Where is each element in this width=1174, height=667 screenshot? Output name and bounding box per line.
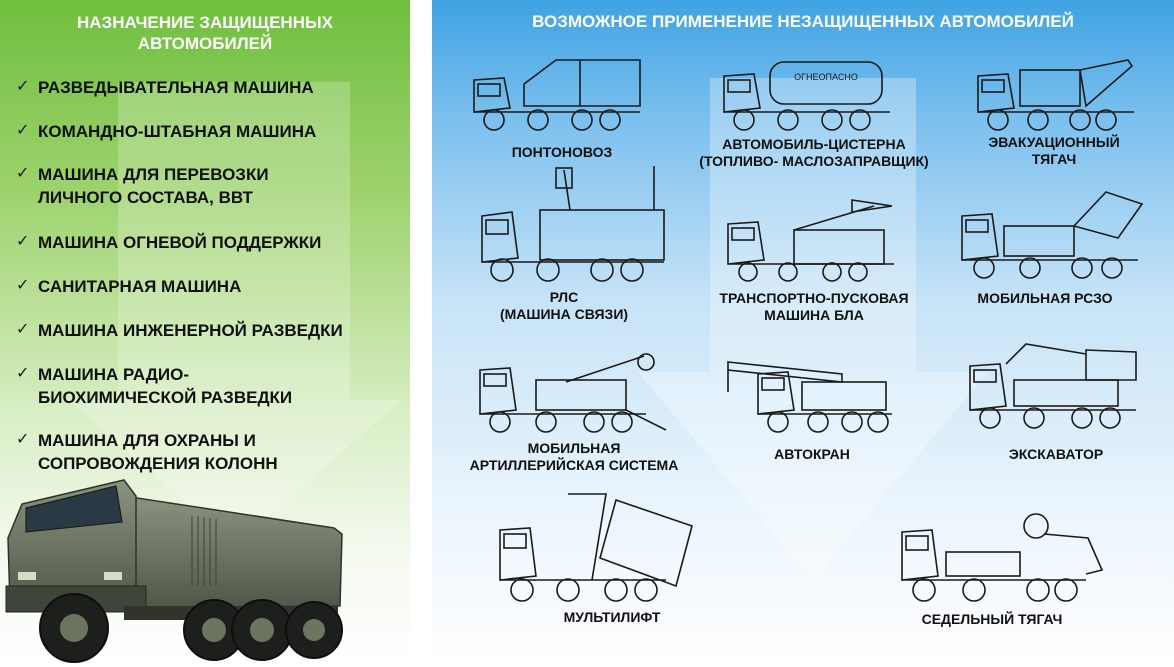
- check-icon: ✓: [16, 431, 30, 448]
- role-label: МАШИНА ИНЖЕНЕРНОЙ РАЗВЕДКИ: [38, 321, 343, 340]
- list-item: ✓ КОМАНДНО-ШТАБНАЯ МАШИНА: [16, 120, 316, 143]
- vehicle-label: МУЛЬТИЛИФТ: [563, 609, 661, 625]
- down-arrow-shape: [68, 82, 402, 545]
- vehicle-label: МОБИЛЬНАЯ АРТИЛЛЕРИЙСКАЯ СИСТЕМА: [469, 440, 679, 473]
- vehicle-label: РЛС (МАШИНА СВЯЗИ): [499, 289, 629, 322]
- check-icon: ✓: [16, 277, 30, 294]
- role-label: САНИТАРНАЯ МАШИНА: [38, 277, 242, 296]
- check-icon: ✓: [16, 78, 30, 95]
- radar-truck-drawing: [478, 166, 668, 282]
- uav-launcher-drawing: [724, 196, 904, 282]
- check-icon: ✓: [16, 165, 30, 182]
- list-item: ✓ САНИТАРНАЯ МАШИНА: [16, 275, 241, 298]
- protected-vehicles-panel: НАЗНАЧЕНИЕ ЗАЩИЩЕННЫХ АВТОМОБИЛЕЙ ✓ РАЗВ…: [0, 0, 410, 667]
- unprotected-vehicles-panel: ВОЗМОЖНОЕ ПРИМЕНЕНИЕ НЕЗАЩИЩЕННЫХ АВТОМО…: [432, 0, 1174, 667]
- check-icon: ✓: [16, 122, 30, 139]
- role-label: КОМАНДНО-ШТАБНАЯ МАШИНА: [38, 122, 317, 141]
- vehicle-label: АВТОМОБИЛЬ-ЦИСТЕРНА (ТОПЛИВО- МАСЛОЗАПРА…: [699, 136, 929, 169]
- vehicle-label: МОБИЛЬНАЯ РСЗО: [977, 290, 1113, 306]
- list-item: ✓ РАЗВЕДЫВАТЕЛЬНАЯ МАШИНА: [16, 76, 314, 99]
- list-item: ✓ МАШИНА ИНЖЕНЕРНОЙ РАЗВЕДКИ: [16, 319, 343, 342]
- semi-tractor-drawing: [896, 512, 1106, 608]
- right-panel-title: ВОЗМОЖНОЕ ПРИМЕНЕНИЕ НЕЗАЩИЩЕННЫХ АВТОМО…: [532, 12, 1074, 31]
- role-label: МАШИНА ОГНЕВОЙ ПОДДЕРЖКИ: [38, 233, 322, 252]
- role-label: МАШИНА РАДИО- БИОХИМИЧЕСКОЙ РАЗВЕДКИ: [38, 365, 293, 407]
- left-panel-title: НАЗНАЧЕНИЕ ЗАЩИЩЕННЫХ АВТОМОБИЛЕЙ: [77, 13, 333, 53]
- multilift-truck-drawing: [496, 490, 696, 610]
- artillery-truck-drawing: [476, 352, 672, 436]
- tanker-truck-drawing: ОГНЕОПАСНО: [720, 56, 900, 136]
- vehicle-label: ЭКСКАВАТОР: [1008, 446, 1104, 462]
- vehicle-label: СЕДЕЛЬНЫЙ ТЯГАЧ: [921, 611, 1063, 627]
- vehicle-label: ТРАНСПОРТНО-ПУСКОВАЯ МАШИНА БЛА: [719, 290, 909, 323]
- pontoon-carrier-drawing: [470, 56, 650, 136]
- tank-marking: ОГНЕОПАСНО: [794, 72, 858, 82]
- down-arrow-shape: [638, 78, 988, 580]
- vehicle-label: АВТОКРАН: [774, 446, 850, 462]
- mlrs-truck-drawing: [958, 190, 1148, 280]
- role-label: МАШИНА ДЛЯ ПЕРЕВОЗКИ ЛИЧНОГО СОСТАВА, ВВ…: [38, 165, 269, 207]
- list-item: ✓ МАШИНА ДЛЯ ОХРАНЫ И СОПРОВОЖДЕНИЯ КОЛО…: [16, 429, 278, 475]
- crane-truck-drawing: [722, 352, 902, 434]
- list-item: ✓ МАШИНА ДЛЯ ПЕРЕВОЗКИ ЛИЧНОГО СОСТАВА, …: [16, 163, 269, 209]
- check-icon: ✓: [16, 321, 30, 338]
- list-item: ✓ МАШИНА ОГНЕВОЙ ПОДДЕРЖКИ: [16, 231, 321, 254]
- excavator-truck-drawing: [966, 340, 1146, 432]
- vehicle-label: ЭВАКУАЦИОННЫЙ ТЯГАЧ: [988, 134, 1120, 167]
- check-icon: ✓: [16, 365, 30, 382]
- role-label: РАЗВЕДЫВАТЕЛЬНАЯ МАШИНА: [38, 78, 314, 97]
- vehicle-label: ПОНТОНОВОЗ: [511, 144, 613, 160]
- role-label: МАШИНА ДЛЯ ОХРАНЫ И СОПРОВОЖДЕНИЯ КОЛОНН: [38, 431, 278, 473]
- check-icon: ✓: [16, 233, 30, 250]
- armored-truck-image: [5, 479, 343, 663]
- list-item: ✓ МАШИНА РАДИО- БИОХИМИЧЕСКОЙ РАЗВЕДКИ: [16, 363, 292, 409]
- recovery-truck-drawing: [974, 56, 1144, 136]
